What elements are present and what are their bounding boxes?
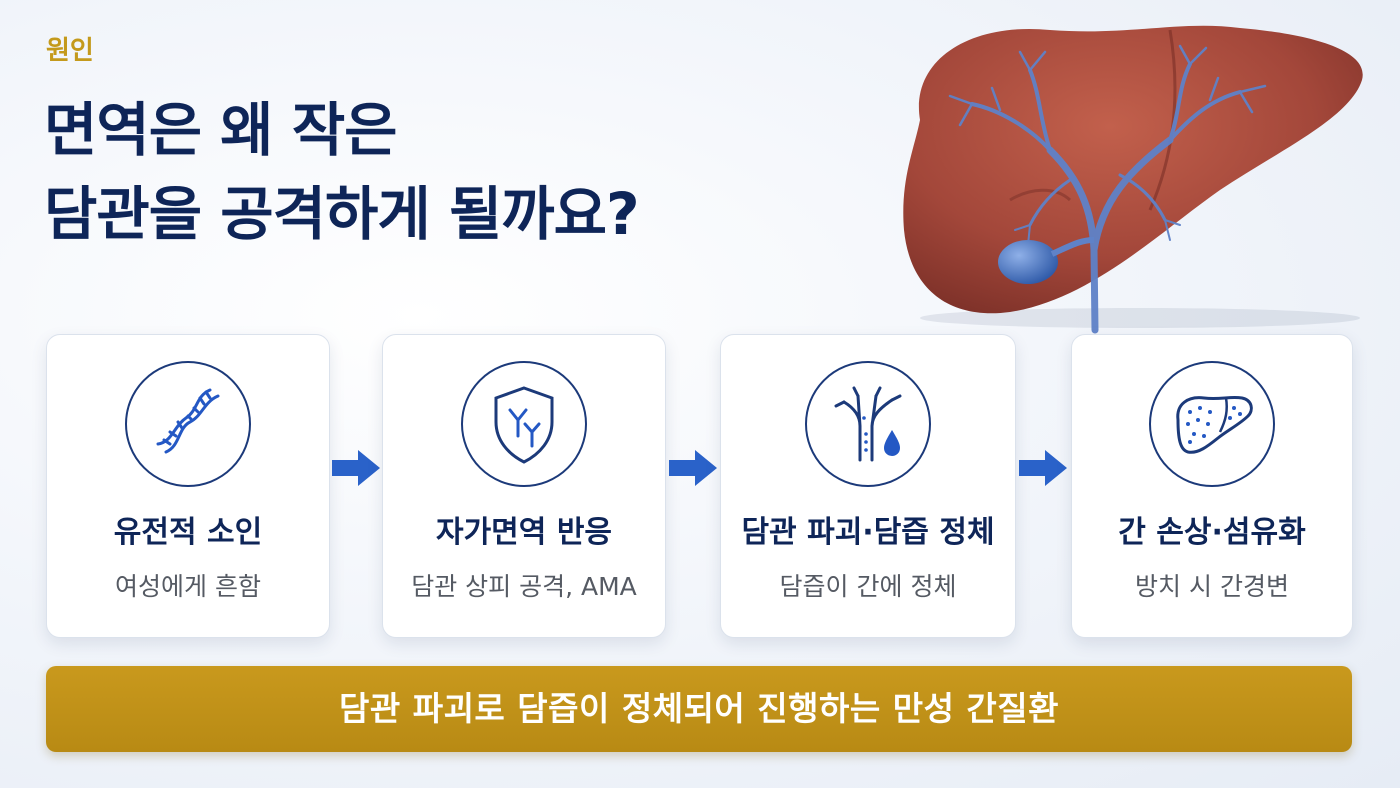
liver-illustration	[880, 0, 1400, 340]
step-subtitle: 담즙이 간에 정체	[779, 572, 957, 601]
step-subtitle: 방치 시 간경변	[1135, 572, 1289, 601]
step-title: 담관 파괴·담즙 정체	[741, 515, 995, 550]
eyebrow-label: 원인	[46, 36, 94, 66]
step-title: 간 손상·섬유화	[1118, 515, 1306, 550]
page-title: 면역은 왜 작은 담관을 공격하게 될까요?	[44, 88, 640, 256]
liver-fibrosis-icon	[1149, 361, 1275, 487]
step-subtitle: 담관 상피 공격, AMA	[411, 572, 637, 601]
step-card-bile-duct: 담관 파괴·담즙 정체 담즙이 간에 정체	[720, 334, 1016, 638]
step-title: 유전적 소인	[113, 515, 263, 550]
step-title: 자가면역 반응	[435, 515, 613, 550]
bile-duct-drop-icon	[805, 361, 931, 487]
arrow-right-icon	[1019, 450, 1067, 486]
step-card-autoimmune: 자가면역 반응 담관 상피 공격, AMA	[382, 334, 666, 638]
antibody-shield-icon	[461, 361, 587, 487]
title-line-1: 면역은 왜 작은	[44, 96, 398, 164]
title-line-2: 담관을 공격하게 될까요?	[44, 180, 640, 248]
arrow-right-icon	[332, 450, 380, 486]
step-subtitle: 여성에게 흔함	[115, 572, 261, 601]
summary-banner: 담관 파괴로 담즙이 정체되어 진행하는 만성 간질환	[46, 666, 1352, 752]
step-card-fibrosis: 간 손상·섬유화 방치 시 간경변	[1071, 334, 1353, 638]
step-card-genetic: 유전적 소인 여성에게 흔함	[46, 334, 330, 638]
dna-icon	[125, 361, 251, 487]
arrow-right-icon	[669, 450, 717, 486]
